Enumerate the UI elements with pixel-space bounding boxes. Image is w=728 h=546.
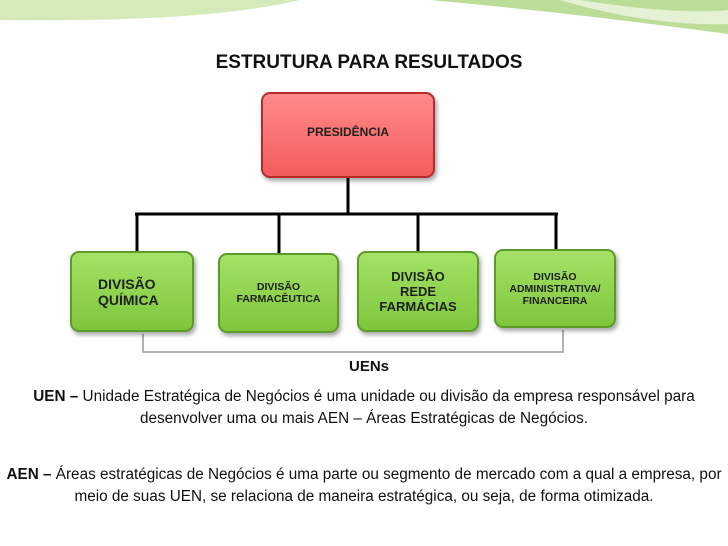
division-label: DIVISÃO ADMINISTRATIVA/ FINANCEIRA bbox=[509, 270, 601, 307]
top-right-wave bbox=[430, 0, 728, 34]
division-label: DIVISÃO FARMACÊUTICA bbox=[236, 281, 321, 305]
top-left-wave bbox=[0, 0, 300, 21]
page-title: ESTRUTURA PARA RESULTADOS bbox=[215, 52, 523, 73]
uen-definition: UEN – Unidade Estratégica de Negócios é … bbox=[0, 386, 728, 430]
division-quimica-box: DIVISÃO QUÍMICA bbox=[70, 251, 194, 332]
uens-bracket bbox=[142, 330, 564, 353]
presidencia-label: PRESIDÊNCIA bbox=[306, 125, 389, 139]
top-right-swoosh bbox=[560, 0, 728, 25]
aen-term: AEN – bbox=[6, 466, 52, 483]
presidencia-box: PRESIDÊNCIA bbox=[261, 92, 435, 178]
division-farmaceutica-box: DIVISÃO FARMACÊUTICA bbox=[218, 253, 339, 333]
org-connectors bbox=[135, 178, 558, 253]
division-label: DIVISÃO QUÍMICA bbox=[98, 275, 159, 308]
division-administrativa-box: DIVISÃO ADMINISTRATIVA/ FINANCEIRA bbox=[494, 249, 616, 328]
division-rede-farmacias-box: DIVISÃO REDE FARMÁCIAS bbox=[357, 251, 479, 332]
uen-term: UEN – bbox=[33, 388, 79, 405]
division-label: DIVISÃO REDE FARMÁCIAS bbox=[379, 269, 457, 314]
aen-definition: AEN – Áreas estratégicas de Negócios é u… bbox=[0, 464, 728, 508]
uen-text: Unidade Estratégica de Negócios é uma un… bbox=[78, 388, 695, 427]
uens-label: UENs bbox=[348, 358, 389, 375]
aen-text: Áreas estratégicas de Negócios é uma par… bbox=[51, 466, 722, 505]
